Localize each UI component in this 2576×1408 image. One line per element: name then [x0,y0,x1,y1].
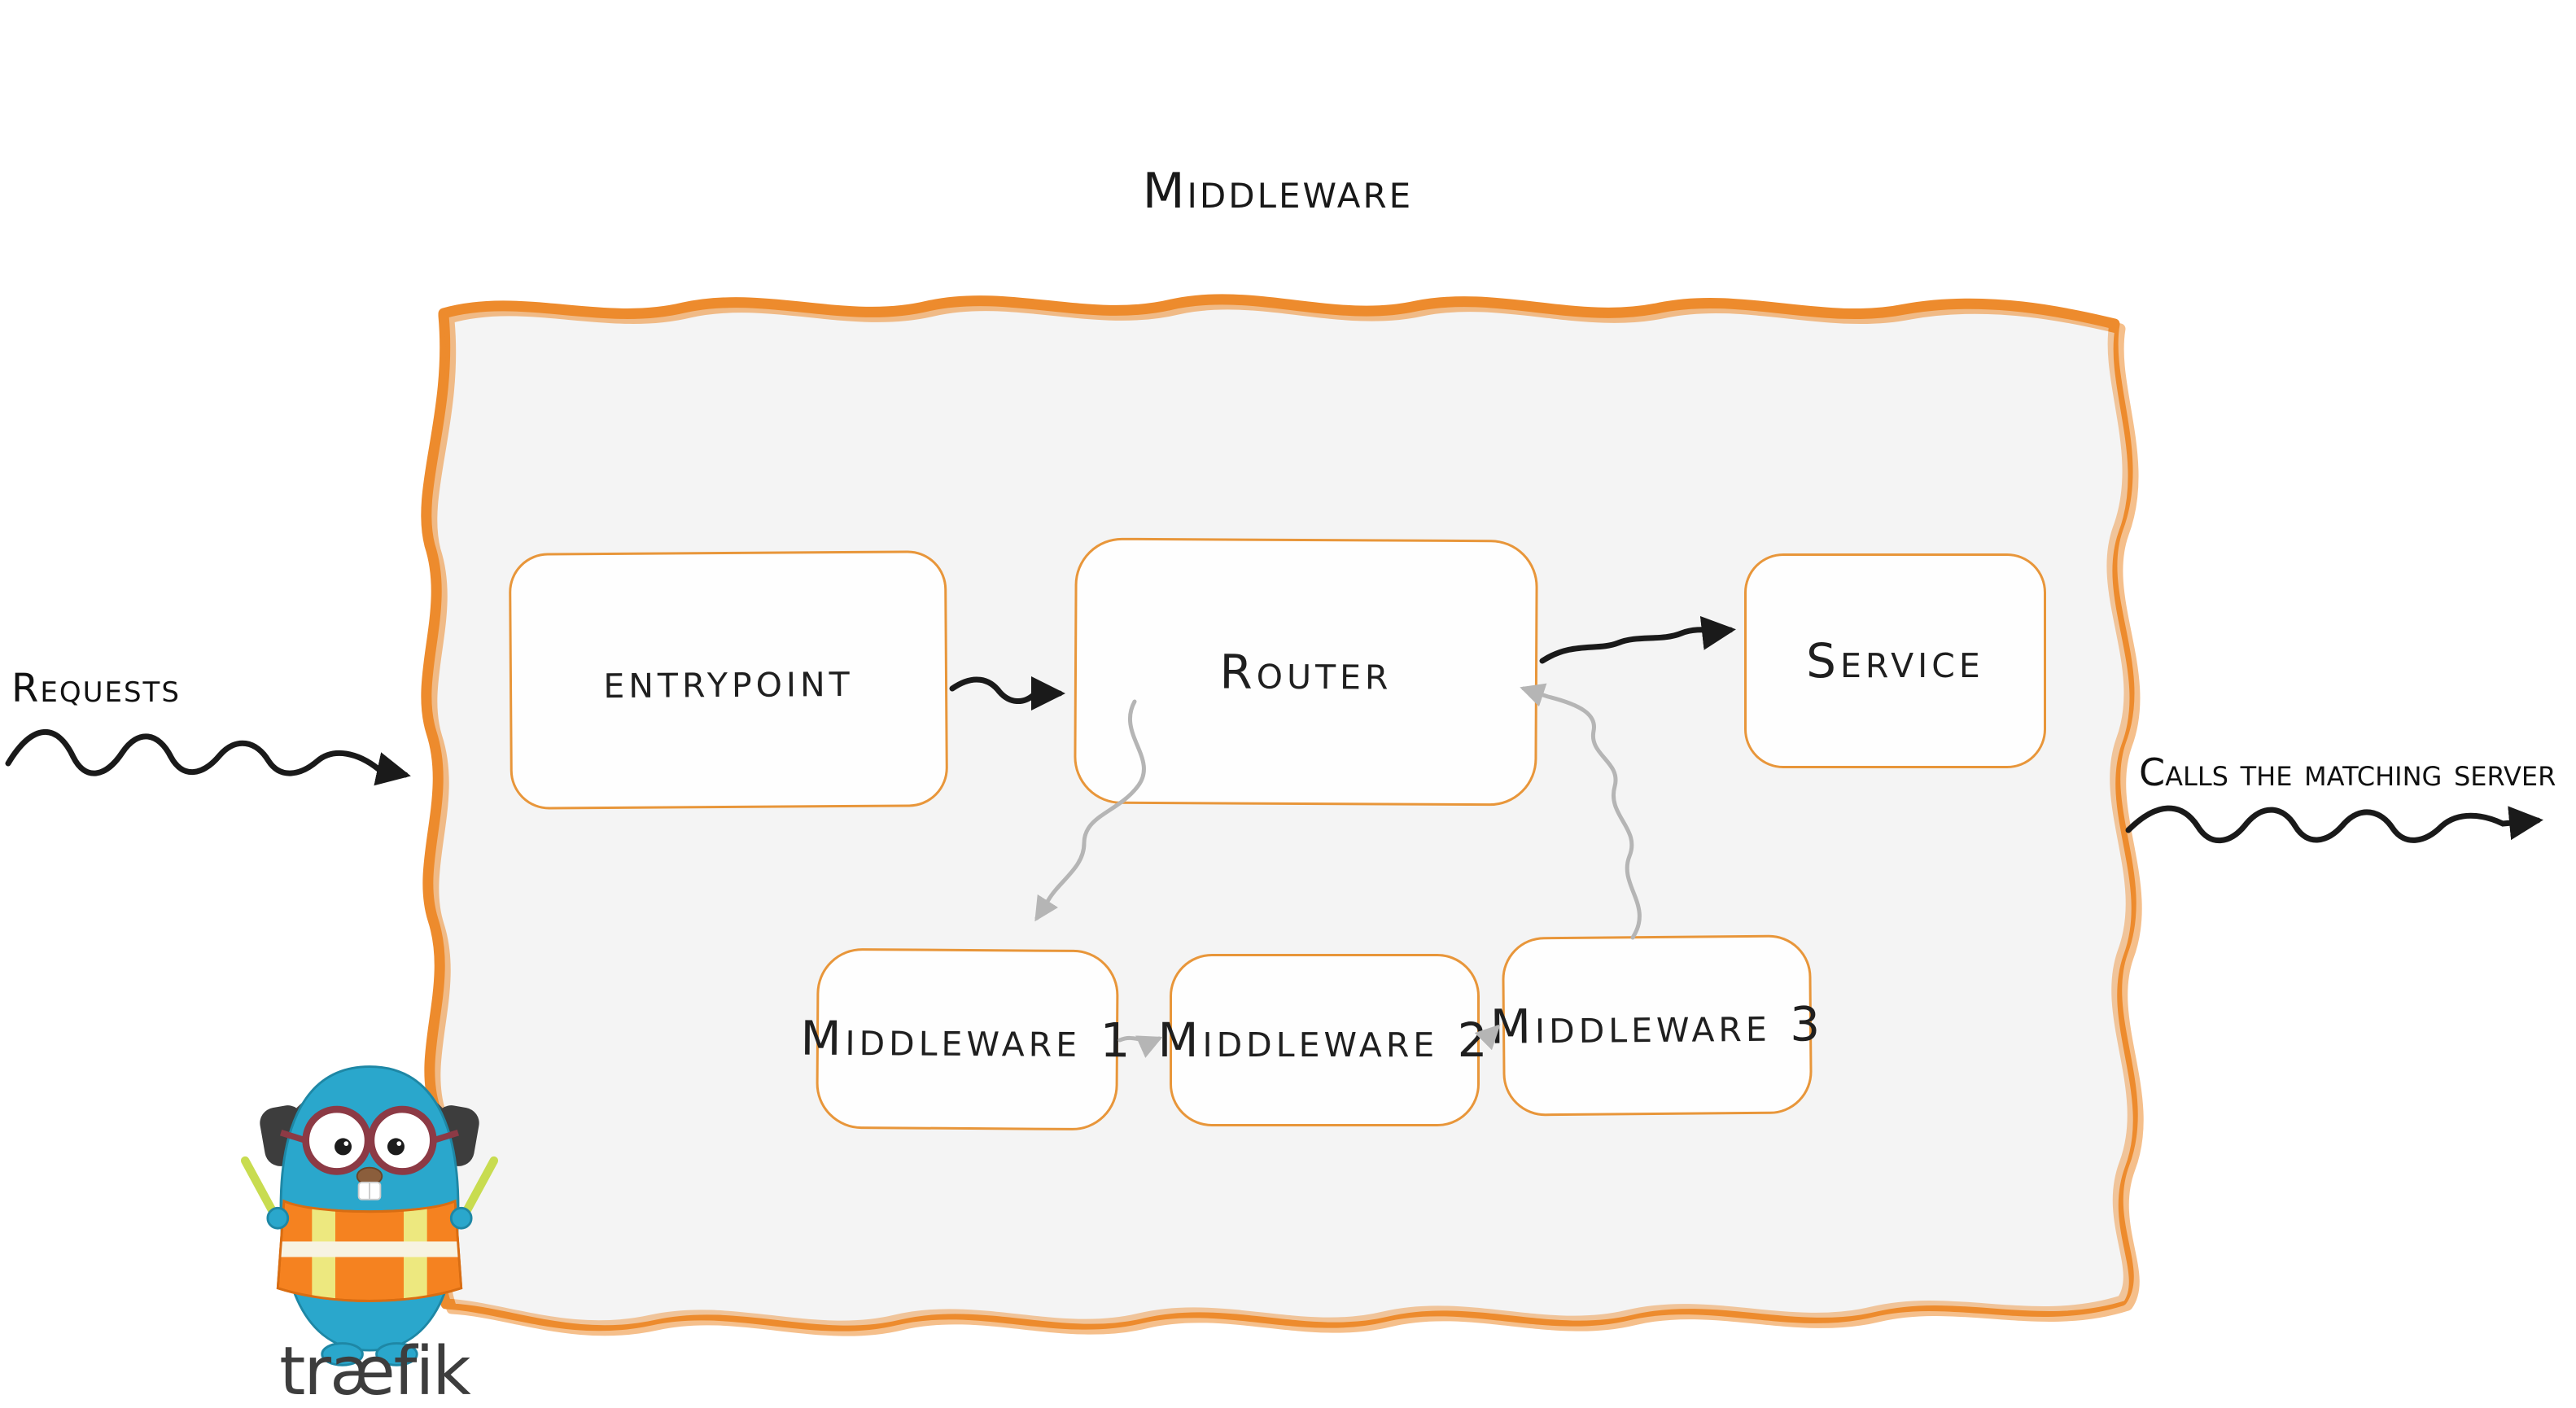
gopher-hand-left [266,1206,290,1230]
node-middleware-1-label: Middleware 1 [800,1010,1135,1069]
calls-the-matching-server-label: Calls the matching server [2139,750,2556,794]
gopher-hand-right [449,1206,473,1230]
container-border-sketch-pass [432,304,2138,1331]
gopher-foot-right [375,1342,418,1366]
marshalling-wand-left [240,1156,279,1220]
marshalling-wand-right [460,1156,499,1220]
gopher-teeth [357,1181,382,1200]
node-service: Service [1744,553,2046,768]
node-middleware-3-label: Middleware 3 [1489,996,1825,1055]
node-entrypoint-label: entrypoint [603,651,854,709]
gopher-foot-left [321,1342,364,1366]
node-middleware-2: Middleware 2 [1157,954,1488,1126]
node-service-label: Service [1806,633,1984,689]
diagram-title: Middleware [1142,163,1414,220]
node-middleware-3: Middleware 3 [1490,934,1824,1117]
node-middleware-1: Middleware 1 [800,947,1135,1131]
safety-vest [276,1199,463,1302]
node-middleware-2-label: Middleware 2 [1157,1012,1492,1068]
goggles-eyes [302,1105,437,1175]
traefik-gopher-icon [240,1065,499,1366]
goggles-strap-right [432,1130,460,1143]
node-router: Router [1074,537,1538,807]
goggles-strap-left [279,1130,307,1143]
traefik-brand-wordmark: træfik [279,1333,471,1408]
node-router-label: Router [1219,643,1393,701]
node-entrypoint: entrypoint [508,550,949,810]
requests-label: Requests [11,666,181,711]
